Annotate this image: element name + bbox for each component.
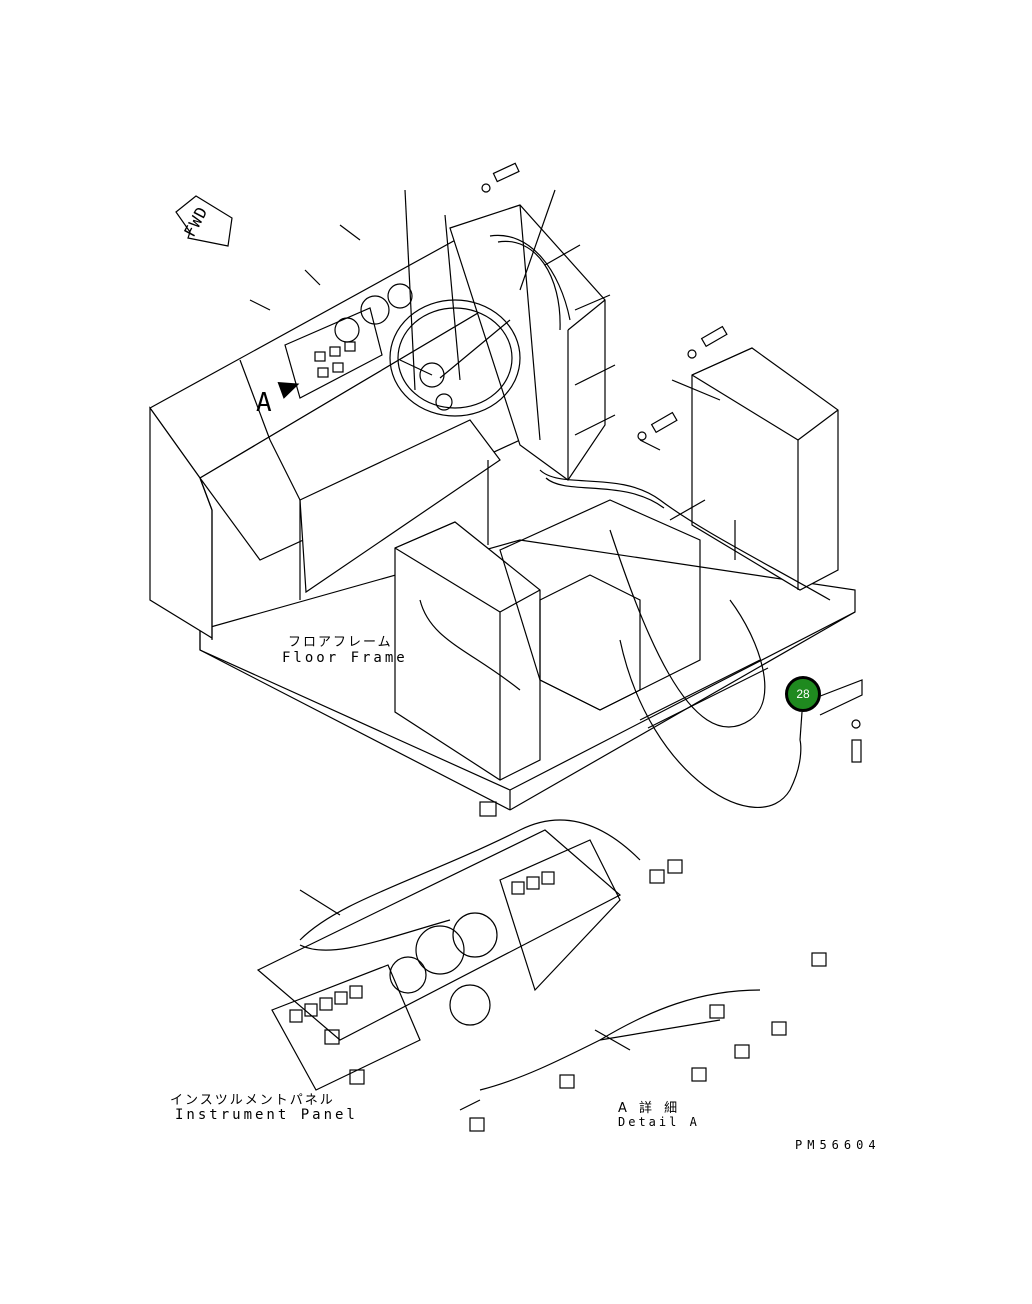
- bolts: [481, 162, 862, 763]
- detail-a-harness: [256, 801, 827, 1132]
- floor-frame-label-en: Floor Frame: [282, 650, 408, 666]
- steering-column: [449, 204, 606, 481]
- front-left-cabinet: [394, 521, 541, 781]
- part-callout-28[interactable]: 28: [785, 676, 821, 712]
- fwd-arrow: [175, 195, 233, 247]
- drawing-code: PM56604: [795, 1138, 881, 1152]
- steering-wheel: [389, 299, 521, 417]
- leader-lines: [249, 189, 803, 741]
- center-unit: [499, 499, 802, 808]
- detail-a-label-en: Detail A: [618, 1115, 700, 1129]
- detail-a-label-jp: A 詳 細: [618, 1101, 682, 1116]
- console-panel: [284, 283, 413, 399]
- view-a-marker: A: [256, 388, 272, 418]
- instrument-panel-label-en: Instrument Panel: [175, 1107, 358, 1123]
- right-cabinet: [691, 347, 839, 591]
- part-callout-number: 28: [796, 687, 810, 701]
- harness-routing: [419, 469, 863, 729]
- floor-frame-label-jp: フロアフレーム: [288, 635, 393, 650]
- instrument-panel-label-jp: インスツルメントパネル: [170, 1093, 335, 1108]
